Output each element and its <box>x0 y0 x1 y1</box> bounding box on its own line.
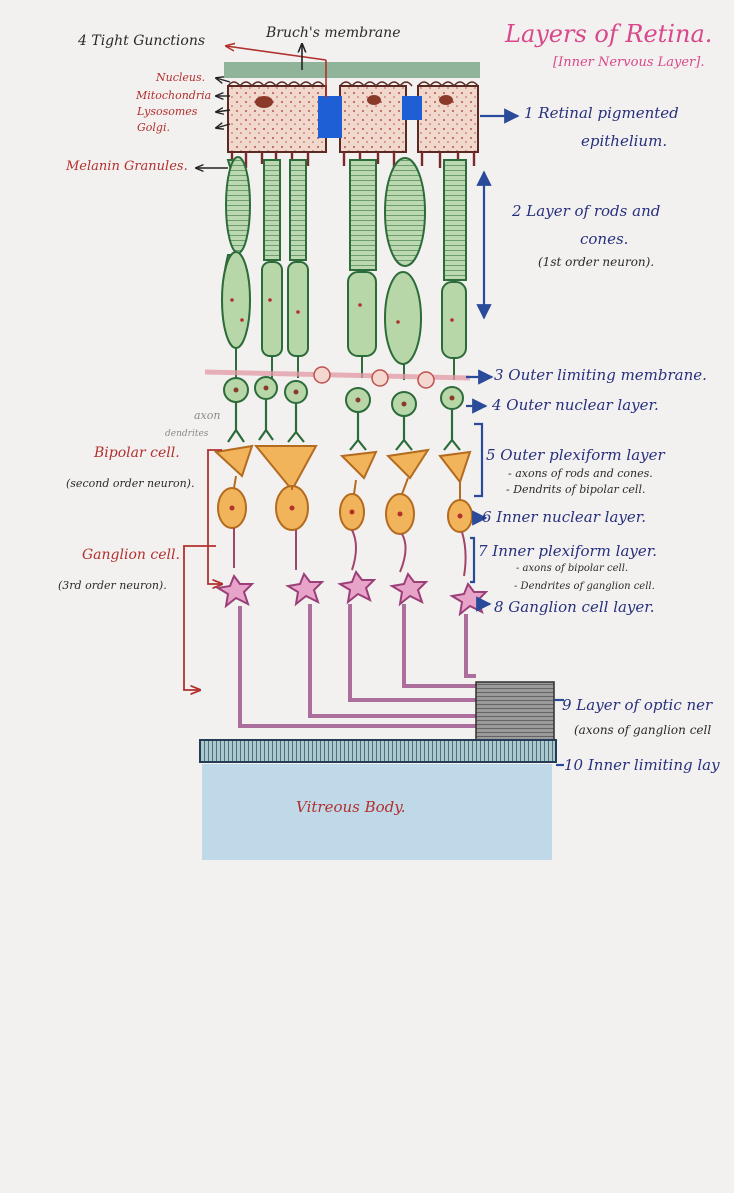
rods-and-cones <box>221 156 467 380</box>
layer-2-label: 2 Layer of rods and <box>512 202 661 220</box>
label-melanin-granules: Melanin Granules. <box>66 159 188 174</box>
layer-7-note-2: - Dendrites of ganglion cell. <box>514 581 655 592</box>
ganglion-axons <box>238 604 476 728</box>
label-bipolar-note: (second order neuron). <box>66 477 195 490</box>
label-vitreous-body: Vitreous Body. <box>296 798 406 816</box>
label-axon: axon <box>194 409 221 422</box>
label-lysosomes: Lysosomes <box>137 105 198 118</box>
layer-7-note-1: - axons of bipolar cell. <box>516 563 629 574</box>
tight-junctions-pointer <box>226 46 327 61</box>
layer-arrows <box>466 108 564 767</box>
retinal-pigment-epithelium <box>227 81 479 168</box>
nucleus-dots <box>233 385 455 407</box>
vitreous-body-area <box>202 764 552 860</box>
layer-7-label: 7 Inner plexiform layer. <box>478 542 658 560</box>
inner-limiting-membrane-band <box>199 739 557 763</box>
label-ganglion-cell: Ganglion cell. <box>82 547 180 563</box>
layer-1-label-line2: epithelium. <box>581 132 668 150</box>
optic-nerve-bundle <box>475 681 555 741</box>
bruchs-membrane-band <box>224 62 480 78</box>
ipl-processes <box>233 528 467 577</box>
label-golgi: Golgi. <box>137 121 170 134</box>
label-bruchs-membrane: Bruch's membrane <box>266 25 401 41</box>
layer-1-label: 1 Retinal pigmented <box>524 104 679 122</box>
layer-5-note-2: - Dendrits of bipolar cell. <box>506 483 646 496</box>
label-mitochondria: Mitochondria <box>136 89 212 102</box>
layer-9-label: 9 Layer of optic ner <box>562 696 713 714</box>
diagram-title: Layers of Retina. <box>505 20 713 48</box>
layer-9-note: (axons of ganglion cell <box>574 723 712 737</box>
left-brackets <box>183 449 222 690</box>
bipolar-cells <box>213 444 473 535</box>
label-ganglion-note: (3rd order neuron). <box>58 579 167 592</box>
layer-6-label: 6 Inner nuclear layer. <box>482 508 647 526</box>
label-tight-junctions: 4 Tight Gunctions <box>78 33 206 49</box>
layer-5-note-1: - axons of rods and cones. <box>508 467 653 480</box>
label-bipolar-cell: Bipolar cell. <box>94 445 180 461</box>
layer-10-label: 10 Inner limiting lay <box>564 756 720 774</box>
olm-junctions <box>313 366 435 389</box>
layer-2-label-line2: cones. <box>580 230 629 248</box>
layer-3-label: 3 Outer limiting membrane. <box>494 366 707 384</box>
label-nucleus: Nucleus. <box>156 71 206 84</box>
layer-4-label: 4 Outer nuclear layer. <box>492 396 659 414</box>
bipolar-nuclei <box>229 505 463 519</box>
layer-2-note: (1st order neuron). <box>538 255 655 269</box>
label-dendrites: dendrites <box>165 429 209 439</box>
layer-8-label: 8 Ganglion cell layer. <box>494 598 655 616</box>
organelle-pointers <box>196 78 231 168</box>
layer-5-label: 5 Outer plexiform layer <box>486 446 665 464</box>
photoreceptor-axons <box>227 400 461 451</box>
diagram-subtitle: [Inner Nervous Layer]. <box>553 55 705 70</box>
